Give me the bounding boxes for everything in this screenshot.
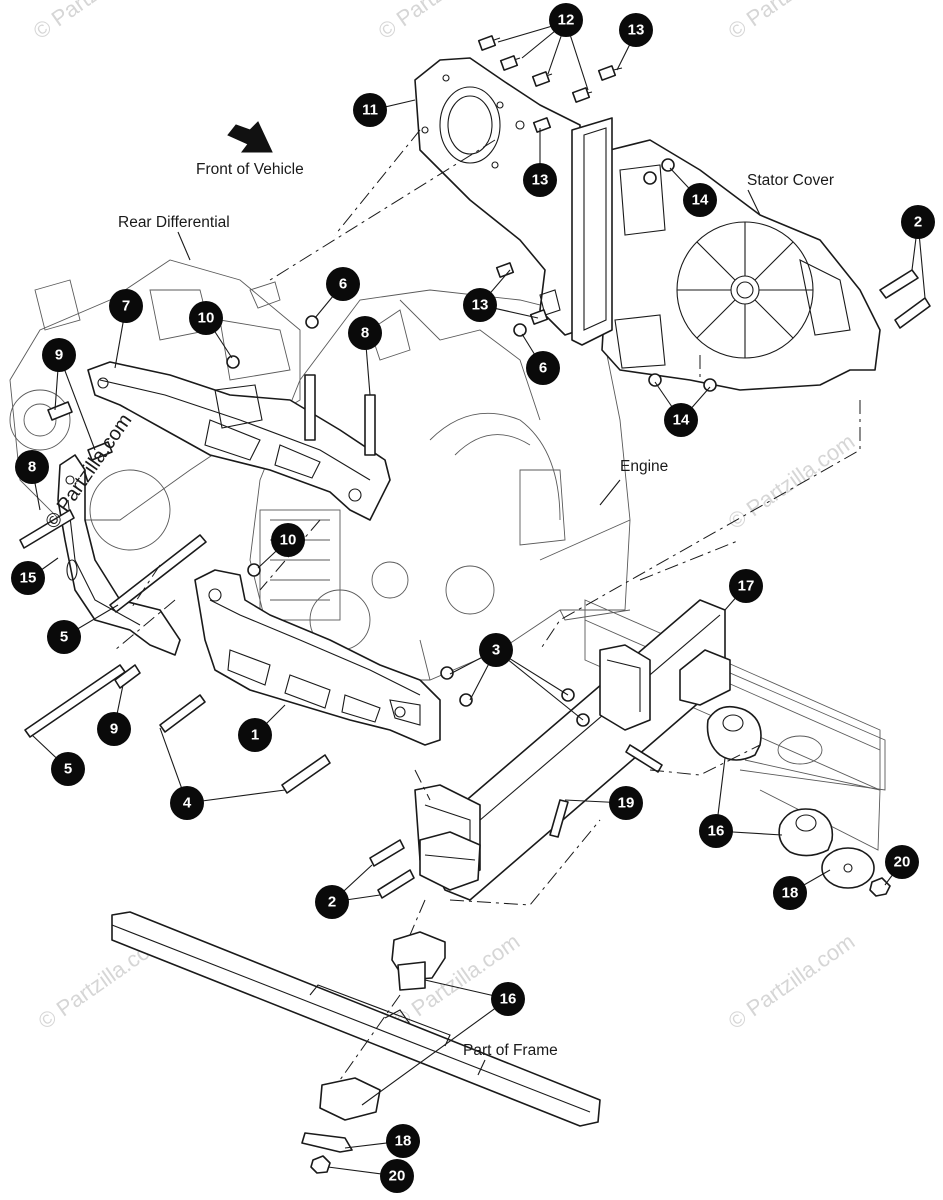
label-part-of-frame: Part of Frame <box>463 1042 558 1059</box>
callout-18: 18 <box>773 876 807 910</box>
engine-mount-1 <box>194 569 441 746</box>
callout-20: 20 <box>380 1159 414 1193</box>
callout-6: 6 <box>526 351 560 385</box>
svg-text:9: 9 <box>55 347 63 364</box>
mount-rubber-16-right <box>706 705 834 857</box>
callout-5: 5 <box>51 752 85 786</box>
callout-8: 8 <box>15 450 49 484</box>
callout-19: 19 <box>609 786 643 820</box>
mount-rubber-16-bottom <box>301 931 446 1174</box>
svg-text:4: 4 <box>183 795 192 812</box>
bracket-7 <box>87 361 391 521</box>
watermark-text: © Partzilla.com <box>724 929 860 1035</box>
frame-rail <box>111 911 601 1127</box>
svg-text:8: 8 <box>28 459 36 476</box>
svg-text:16: 16 <box>500 991 517 1008</box>
engine <box>249 289 631 681</box>
svg-text:19: 19 <box>618 795 635 812</box>
svg-text:3: 3 <box>492 642 500 659</box>
svg-text:8: 8 <box>361 325 369 342</box>
label-stator-cover: Stator Cover <box>747 172 834 189</box>
callouts: 12 13 11 13 14 2 6 13 7 10 8 9 6 14 8 10… <box>11 3 935 1193</box>
svg-text:16: 16 <box>708 823 725 840</box>
frame-rear <box>584 599 886 851</box>
svg-text:5: 5 <box>60 629 68 646</box>
svg-text:20: 20 <box>389 1168 406 1185</box>
callout-14: 14 <box>664 403 698 437</box>
svg-text:2: 2 <box>914 214 922 231</box>
front-arrow-icon <box>227 121 273 153</box>
svg-text:6: 6 <box>339 276 347 293</box>
svg-text:13: 13 <box>628 22 645 39</box>
callout-11: 11 <box>353 93 387 127</box>
svg-text:7: 7 <box>122 298 130 315</box>
svg-text:14: 14 <box>673 412 690 429</box>
callout-2: 2 <box>315 885 349 919</box>
callout-13: 13 <box>619 13 653 47</box>
callout-20: 20 <box>885 845 919 879</box>
svg-text:18: 18 <box>782 885 799 902</box>
callout-2: 2 <box>901 205 935 239</box>
crossmember-17 <box>414 599 731 901</box>
callout-6: 6 <box>326 267 360 301</box>
stator-cover <box>599 139 881 391</box>
callout-17: 17 <box>729 569 763 603</box>
svg-text:17: 17 <box>738 578 755 595</box>
watermark-text: © Partzilla.com <box>724 0 860 44</box>
watermark-text: © Partzilla.com <box>724 429 860 535</box>
callout-15: 15 <box>11 561 45 595</box>
callout-13: 13 <box>463 288 497 322</box>
svg-text:5: 5 <box>64 761 72 778</box>
svg-text:9: 9 <box>110 721 118 738</box>
svg-text:2: 2 <box>328 894 336 911</box>
callout-13: 13 <box>523 163 557 197</box>
callout-10: 10 <box>189 301 223 335</box>
callout-7: 7 <box>109 289 143 323</box>
callout-5: 5 <box>47 620 81 654</box>
label-front-of-vehicle: Front of Vehicle <box>196 161 304 178</box>
svg-text:6: 6 <box>539 360 547 377</box>
svg-text:12: 12 <box>558 12 575 29</box>
callout-10: 10 <box>271 523 305 557</box>
callout-9: 9 <box>97 712 131 746</box>
callout-16: 16 <box>491 982 525 1016</box>
svg-text:1: 1 <box>251 727 259 744</box>
svg-text:10: 10 <box>280 532 297 549</box>
callout-18: 18 <box>386 1124 420 1158</box>
svg-text:10: 10 <box>198 310 215 327</box>
engine-plate-11 <box>414 57 613 346</box>
callout-4: 4 <box>170 786 204 820</box>
callout-9: 9 <box>42 338 76 372</box>
callout-12: 12 <box>549 3 583 37</box>
svg-text:20: 20 <box>894 854 911 871</box>
callout-3: 3 <box>479 633 513 667</box>
svg-text:18: 18 <box>395 1133 412 1150</box>
watermark-text: © Partzilla.com <box>29 0 165 44</box>
callout-14: 14 <box>683 183 717 217</box>
svg-text:13: 13 <box>532 172 549 189</box>
svg-text:14: 14 <box>692 192 709 209</box>
svg-text:11: 11 <box>362 102 378 119</box>
watermark-overlay-text: © Partzilla.com <box>41 410 136 533</box>
bolts <box>19 35 931 899</box>
label-rear-differential: Rear Differential <box>118 214 230 231</box>
label-engine: Engine <box>620 458 668 475</box>
callout-8: 8 <box>348 316 382 350</box>
svg-text:13: 13 <box>472 297 489 314</box>
callout-1: 1 <box>238 718 272 752</box>
svg-text:15: 15 <box>20 570 37 587</box>
callout-16: 16 <box>699 814 733 848</box>
bracket-15 <box>57 454 181 656</box>
washer-nut-right <box>821 847 891 897</box>
